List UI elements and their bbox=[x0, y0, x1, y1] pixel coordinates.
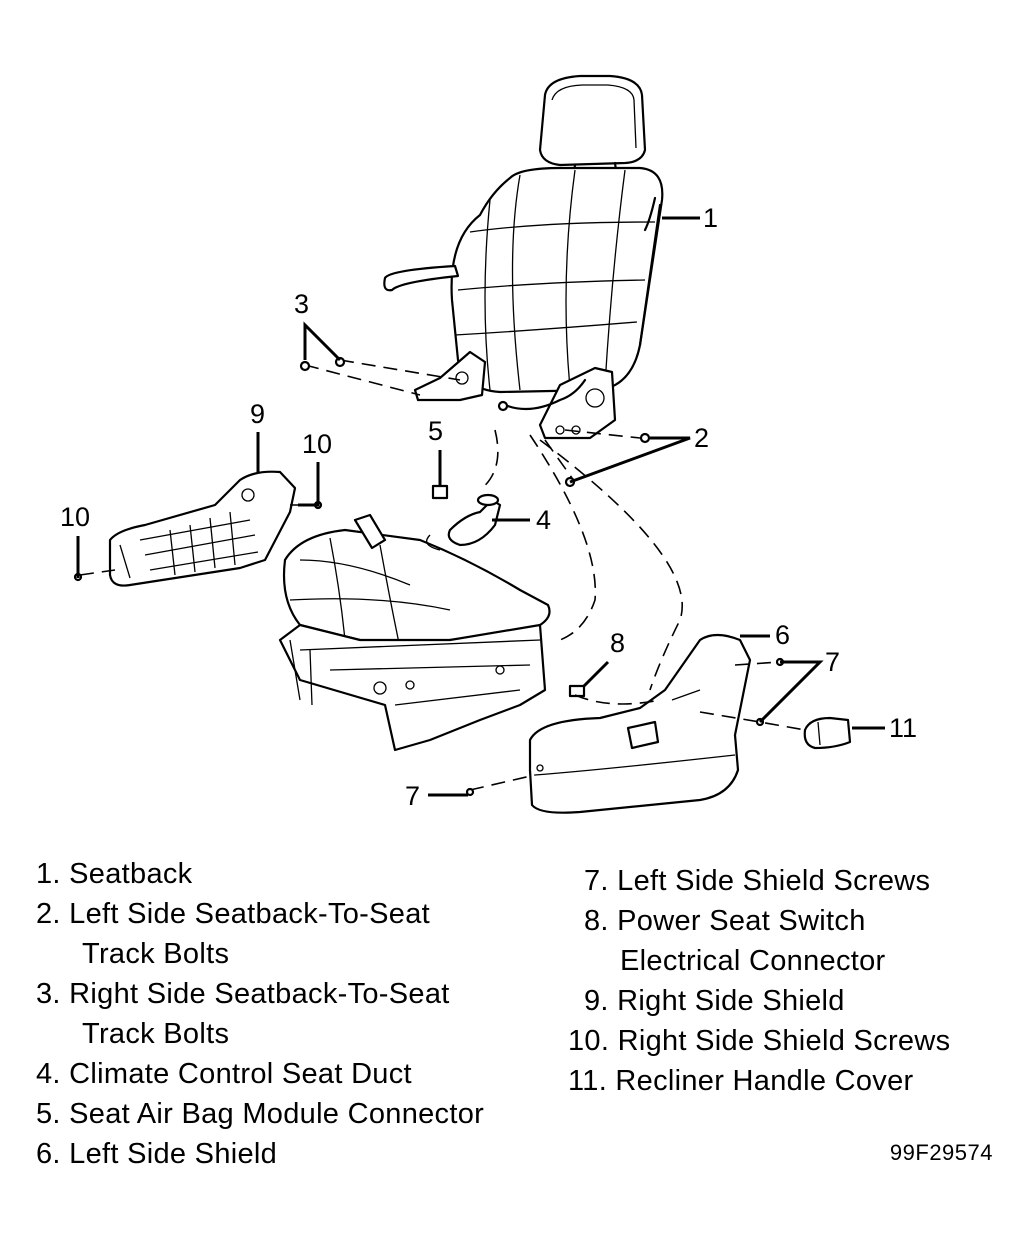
callout-7-right: 7 bbox=[825, 647, 840, 677]
assembly-path bbox=[699, 711, 806, 731]
callout-3: 3 bbox=[294, 289, 309, 319]
figure-id: 99F29574 bbox=[889, 1140, 993, 1165]
seatback bbox=[450, 166, 664, 394]
seat-frame bbox=[278, 623, 547, 752]
callout-4: 4 bbox=[536, 505, 551, 535]
legend-item-3: 3. Right Side Seatback-To-Seat bbox=[36, 978, 450, 1010]
wire-harness bbox=[503, 378, 587, 411]
callout-2: 2 bbox=[694, 423, 709, 453]
climate-seat-duct bbox=[426, 493, 502, 551]
legend-item-3-cont: Track Bolts bbox=[82, 1018, 230, 1050]
seat-exploded-diagram: 1 3 2 5 4 9 10 10 6 8 7 11 7 bbox=[60, 74, 917, 814]
assembly-path bbox=[79, 569, 116, 576]
callout-10-left: 10 bbox=[60, 502, 90, 532]
right-side-shield bbox=[108, 470, 297, 587]
legend-item-5: 5. Seat Air Bag Module Connector bbox=[36, 1098, 485, 1130]
legend-item-10: 10. Right Side Shield Screws bbox=[568, 1025, 951, 1057]
legend-item-2: 2. Left Side Seatback-To-Seat bbox=[36, 898, 430, 930]
legend-item-6: 6. Left Side Shield bbox=[36, 1138, 278, 1170]
callout-9: 9 bbox=[250, 399, 265, 429]
callout-5: 5 bbox=[428, 416, 443, 446]
callout-7-bottom: 7 bbox=[405, 781, 420, 811]
assembly-path bbox=[479, 429, 499, 491]
legend-item-7: 7. Left Side Shield Screws bbox=[584, 865, 931, 897]
recliner-bracket-left bbox=[538, 366, 617, 440]
assembly-path bbox=[304, 364, 421, 396]
headrest bbox=[538, 74, 647, 182]
assembly-path bbox=[574, 694, 661, 705]
callout-1: 1 bbox=[703, 203, 718, 233]
callout-11: 11 bbox=[889, 713, 917, 743]
assembly-path bbox=[529, 434, 597, 641]
airbag-connector bbox=[431, 484, 449, 500]
legend-item-8: 8. Power Seat Switch bbox=[584, 905, 866, 937]
seat-cushion bbox=[282, 513, 551, 649]
legend-item-11: 11. Recliner Handle Cover bbox=[568, 1065, 914, 1097]
legend-item-1: 1. Seatback bbox=[36, 858, 193, 890]
left-side-shield bbox=[528, 633, 752, 814]
legend-item-4: 4. Climate Control Seat Duct bbox=[36, 1058, 412, 1090]
assembly-path bbox=[734, 661, 781, 666]
legend-item-9: 9. Right Side Shield bbox=[584, 985, 845, 1017]
recliner-handle-cover bbox=[803, 716, 852, 750]
callout-6: 6 bbox=[775, 620, 790, 650]
assembly-path bbox=[544, 439, 573, 479]
legend-item-8-cont: Electrical Connector bbox=[620, 945, 886, 977]
callout-10-top: 10 bbox=[302, 429, 332, 459]
callout-8: 8 bbox=[610, 628, 625, 658]
screw bbox=[465, 787, 475, 797]
power-seat-switch-connector bbox=[568, 684, 586, 698]
assembly-path bbox=[339, 359, 461, 381]
assembly-path bbox=[564, 429, 641, 439]
bolt bbox=[299, 356, 346, 372]
recliner-bracket-right bbox=[413, 350, 487, 402]
armrest bbox=[383, 264, 460, 292]
legend-item-2-cont: Track Bolts bbox=[82, 938, 230, 970]
assembly-path bbox=[469, 774, 536, 791]
